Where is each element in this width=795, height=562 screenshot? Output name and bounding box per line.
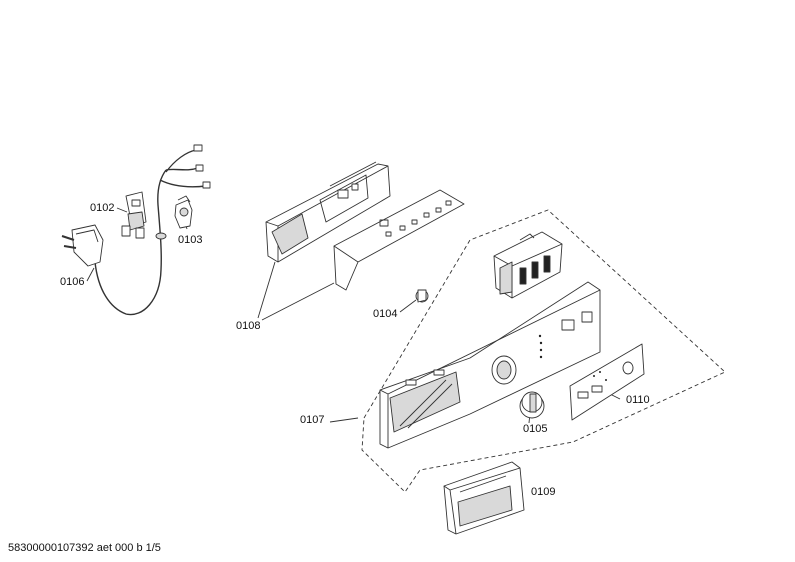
label-0110: 0110 [626, 394, 650, 406]
document-code: 58300000107392 aet 000 b 1/5 [8, 542, 161, 554]
label-0102: 0102 [90, 202, 115, 214]
part-0109-drawer [443, 461, 525, 535]
label-0104: 0104 [373, 308, 398, 320]
part-0104-spindle [415, 289, 429, 303]
label-0103: 0103 [178, 234, 203, 246]
label-0108: 0108 [236, 320, 261, 332]
part-switch-block [493, 231, 563, 299]
part-0105-rotary-knob [519, 391, 545, 419]
label-0106: 0106 [60, 276, 85, 288]
part-0103-clamp [174, 195, 193, 229]
part-0102-filter [121, 191, 147, 239]
label-0107: 0107 [300, 414, 325, 426]
part-0107-front-panel [379, 281, 601, 449]
part-0108-control-module [265, 161, 465, 291]
label-0109: 0109 [531, 486, 556, 498]
part-0110-fascia-panel [569, 343, 645, 421]
assembly-outline-dashed [361, 209, 726, 493]
part-0106-mains-cable [61, 144, 211, 316]
label-0105: 0105 [523, 423, 548, 435]
